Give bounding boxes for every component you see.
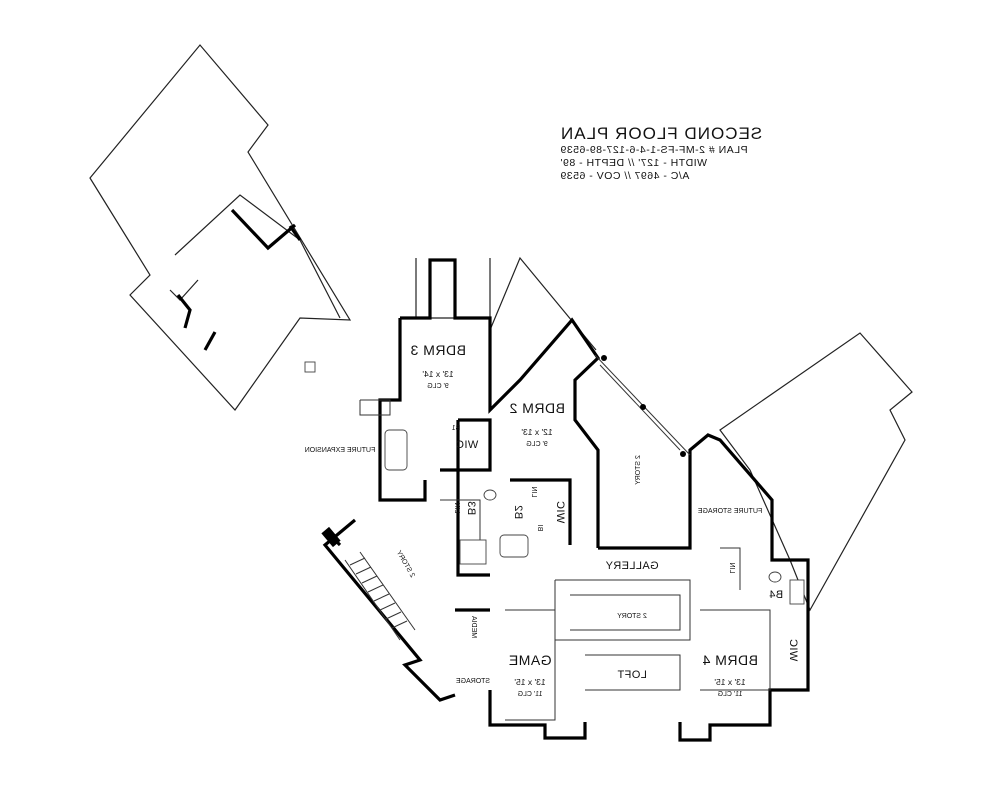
wic2-name: WIC [554, 501, 566, 524]
sink-fixture [483, 489, 497, 501]
room-label-wic: WIC [456, 439, 479, 451]
room-label-2story-a: 2 STORY [635, 455, 642, 485]
lin-c-name: LIN [728, 563, 735, 574]
future-expansion-name: FUTURE EXPANSION [305, 447, 376, 454]
future-storage-name: FUTURE STORAGE [697, 508, 762, 515]
b1-name: B1 [452, 425, 461, 432]
bdrm3-clg: 9' CLG [427, 383, 449, 390]
shower-fixture [459, 539, 487, 565]
game-size: 13' x 15' [514, 677, 546, 687]
room-label-bdrm3: BDRM 3 13' x 14' 9' CLG [410, 342, 466, 390]
game-name: GAME [508, 652, 551, 668]
wic4-name: WIC [787, 639, 799, 662]
stairs [344, 551, 416, 641]
two-story-a-name: 2 STORY [635, 455, 642, 485]
bdrm3-name: BDRM 3 [410, 342, 466, 358]
room-label-future-expansion: FUTURE EXPANSION [305, 447, 376, 454]
lin-b-name: LIN [530, 487, 537, 498]
room-label-gallery: GALLERY [605, 560, 659, 572]
room-label-b2: B2 [512, 505, 524, 519]
b3-name: B3 [465, 501, 477, 515]
tub-fixture [384, 429, 408, 471]
game-clg: 11' CLG [518, 691, 543, 698]
lin-a-name: LIN [453, 503, 460, 514]
room-label-b1: B1 [452, 425, 461, 432]
roof-outline-center [415, 256, 597, 351]
room-label-bdrm4: BDRM 4 13' x 15' 11' CLG [702, 652, 758, 698]
b4-name: B4 [769, 589, 783, 601]
column-block [321, 526, 341, 548]
room-label-lin-c: LIN [728, 563, 735, 574]
gallery-name: GALLERY [605, 560, 659, 572]
room-label-loft: LOFT [617, 669, 647, 681]
b2-name: B2 [512, 505, 524, 519]
room-label-lin-b: LIN [530, 487, 537, 498]
column-dot [640, 404, 646, 410]
loft-name: LOFT [617, 669, 647, 681]
room-label-bdrm2: BDRM 2 12' x 13' 9' CLG [509, 400, 565, 448]
roof-outline-left [89, 44, 352, 411]
column-dot [601, 355, 607, 361]
bi-name: BI [536, 525, 543, 532]
room-label-lin-a: LIN [453, 503, 460, 514]
bdrm3-size: 13' x 14' [422, 369, 454, 379]
roof-outline-right [719, 332, 913, 612]
bdrm4-name: BDRM 4 [702, 652, 758, 668]
room-label-b4: B4 [769, 589, 783, 601]
toilet-fixture [768, 571, 782, 583]
column-dot [680, 451, 686, 457]
wic-name: WIC [456, 439, 479, 451]
bdrm2-name: BDRM 2 [509, 400, 565, 416]
two-story-b-name: 2 STORY [617, 613, 647, 620]
bath-fixtures [304, 361, 805, 605]
room-label-media: MEDIA [470, 616, 477, 639]
room-label-wic2: WIC [554, 501, 566, 524]
interior-walls [359, 354, 771, 721]
room-label-wic4: WIC [787, 639, 799, 662]
tub-fixture-b2 [499, 534, 529, 558]
media-name: MEDIA [470, 616, 477, 639]
room-label-b3: B3 [465, 501, 477, 515]
storage-name: STORAGE [456, 678, 490, 685]
shower-fixture-b4 [789, 579, 805, 605]
bdrm4-clg: 11' CLG [718, 691, 743, 698]
room-label-future-storage: FUTURE STORAGE [697, 508, 762, 515]
bdrm2-clg: 9' CLG [526, 441, 548, 448]
columns [321, 355, 686, 548]
room-label-game: GAME 13' x 15' 11' CLG [508, 652, 551, 698]
bdrm4-size: 13' x 15' [714, 677, 746, 687]
room-label-2story-c: 2 STORY [395, 549, 416, 579]
room-label-bi: BI [536, 525, 543, 532]
room-label-storage: STORAGE [456, 678, 490, 685]
chimney-fixture [304, 361, 316, 373]
room-label-2story-b: 2 STORY [617, 613, 647, 620]
two-story-c-name: 2 STORY [395, 549, 416, 579]
bdrm2-size: 12' x 13' [521, 427, 553, 437]
